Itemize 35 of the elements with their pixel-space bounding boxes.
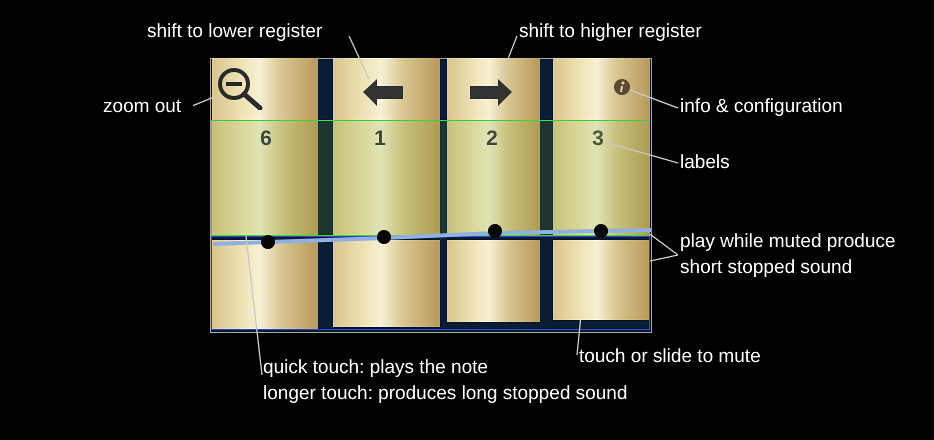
- left-arrow-icon: [363, 79, 403, 106]
- wooden-bar: [553, 240, 650, 320]
- wooden-bar: [333, 240, 440, 327]
- callout-text: info & configuration: [680, 94, 860, 120]
- wooden-bar: [553, 58, 650, 236]
- callout-text: shift to higher register: [519, 19, 729, 45]
- leader-line: [348, 36, 370, 80]
- key-number: 3: [589, 127, 607, 151]
- key-number: 2: [485, 127, 499, 151]
- key-number: 6: [259, 127, 273, 151]
- right-arrow-icon: [470, 79, 512, 106]
- leader-line: [650, 234, 678, 256]
- callout-text: quick touch: plays the note: [263, 356, 488, 380]
- zoom-out-icon: [215, 66, 263, 110]
- wooden-bar: [212, 58, 318, 236]
- wooden-bar: [212, 240, 318, 330]
- leader-line: [500, 36, 518, 80]
- leader-line: [245, 236, 263, 376]
- callout-text: longer touch: produces long stopped sound: [263, 382, 628, 406]
- callout-text: play while muted produce short stopped sound: [680, 229, 920, 281]
- leader-line: [630, 89, 678, 109]
- leader-line: [192, 96, 216, 106]
- key-number: 1: [373, 127, 387, 151]
- leader-line: [650, 254, 678, 262]
- callout-text: labels: [680, 150, 740, 176]
- info-icon: [614, 79, 630, 95]
- callout-text: touch or slide to mute: [579, 344, 779, 370]
- app-screenshot: [210, 58, 652, 333]
- wooden-bar: [447, 240, 540, 322]
- wooden-bar: [333, 58, 440, 236]
- wooden-bar: [447, 58, 540, 236]
- callout-text: zoom out: [103, 94, 193, 120]
- leader-line: [606, 142, 678, 164]
- callout-text: shift to lower register: [147, 19, 349, 45]
- leader-line: [576, 320, 582, 356]
